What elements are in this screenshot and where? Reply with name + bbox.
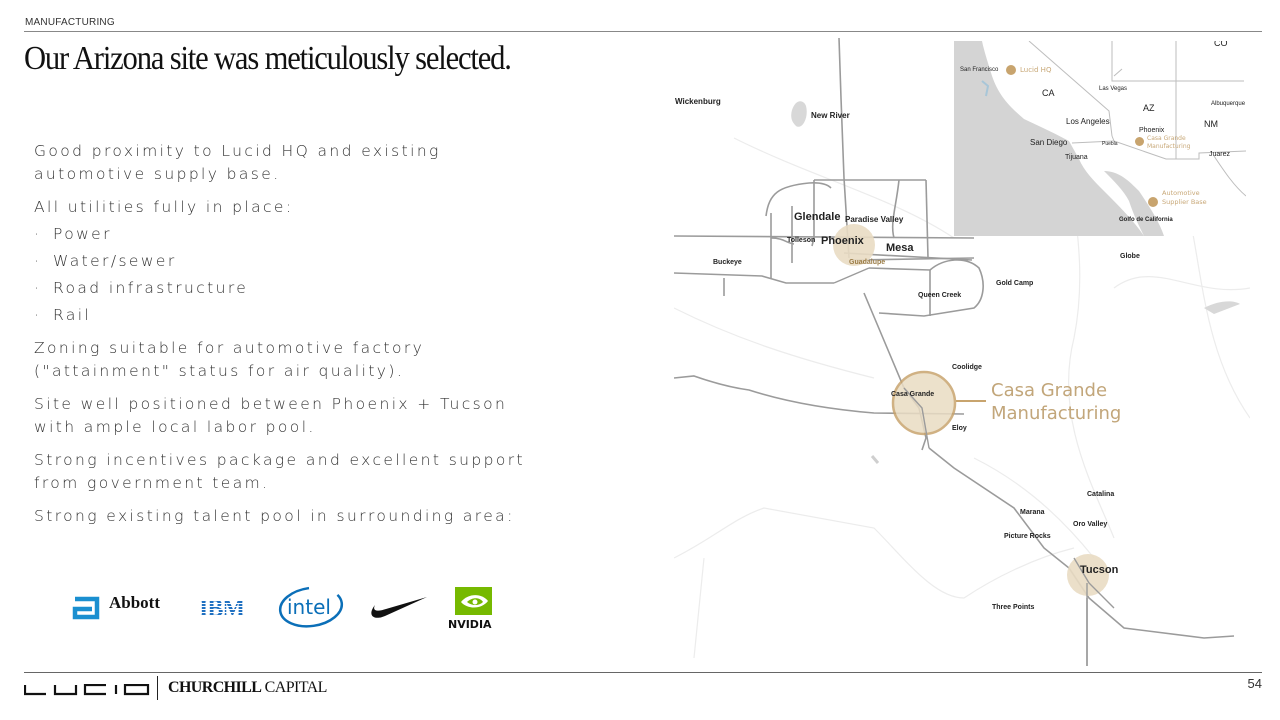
lake bbox=[791, 101, 807, 127]
inset-map-shapes bbox=[954, 41, 1246, 236]
city-label: Coolidge bbox=[952, 364, 982, 371]
casa-grande-inset-marker bbox=[1135, 137, 1144, 146]
utility-item: ·Road infrastructure bbox=[34, 277, 554, 300]
page-number: 54 bbox=[1247, 676, 1262, 691]
lake bbox=[1204, 301, 1240, 314]
city-label: Wickenburg bbox=[675, 97, 721, 106]
inset-city-label: Albuquerque bbox=[1211, 101, 1246, 107]
bullet-icon: · bbox=[34, 225, 42, 243]
nvidia-wordmark: NVIDIA bbox=[448, 618, 492, 631]
gulf-label: Golfo de California bbox=[1119, 217, 1173, 223]
point-location: Site well positioned between Phoenix + T… bbox=[34, 395, 508, 436]
city-label: Paradise Valley bbox=[845, 215, 904, 224]
inset-city-label: San Francisco bbox=[960, 67, 999, 73]
nike-logo bbox=[367, 595, 429, 626]
city-label: Catalina bbox=[1087, 491, 1115, 498]
talent-logos: Abbott IBM intel NVIDIA bbox=[72, 583, 512, 633]
abbott-icon: Abbott bbox=[72, 593, 160, 620]
nike-swoosh-icon bbox=[371, 597, 427, 618]
section-label: MANUFACTURING bbox=[25, 17, 115, 28]
casa-grande-site-marker bbox=[891, 370, 957, 436]
city-label: Guadalupe bbox=[849, 259, 886, 266]
inset-city-label: Las Vegas bbox=[1099, 86, 1128, 92]
city-label: Tolleson bbox=[787, 237, 816, 244]
inset-city-label: Juarez bbox=[1209, 151, 1231, 158]
inset-map: San Francisco Lucid HQ CA Las Vegas AZ A… bbox=[954, 41, 1246, 236]
footer-divider bbox=[24, 672, 1262, 673]
lucid-wordmark-icon bbox=[23, 683, 150, 696]
header-divider bbox=[24, 31, 1262, 32]
phoenix-highlight bbox=[833, 224, 875, 266]
city-label: Globe bbox=[1120, 253, 1140, 260]
city-label: Tucson bbox=[1080, 564, 1119, 576]
point-proximity: Good proximity to Lucid HQ and existing … bbox=[34, 142, 441, 183]
state-label: CA bbox=[1042, 88, 1055, 98]
city-label: Phoenix bbox=[821, 235, 864, 247]
ibm-wordmark: IBM bbox=[199, 596, 244, 619]
lake bbox=[870, 455, 880, 464]
inset-city-label: Tijuana bbox=[1065, 154, 1088, 161]
arizona-map: Wickenburg New River Glendale Paradise V… bbox=[674, 38, 1250, 666]
intel-logo: intel bbox=[278, 584, 344, 635]
metro-roads bbox=[674, 38, 1235, 666]
supplier-base-marker bbox=[1148, 197, 1158, 207]
state-label: AZ bbox=[1143, 103, 1155, 113]
utility-item: ·Water/sewer bbox=[34, 250, 554, 273]
city-label: Picture Rocks bbox=[1004, 533, 1051, 540]
nvidia-logo: NVIDIA bbox=[448, 587, 508, 636]
city-label: Oro Valley bbox=[1073, 521, 1108, 528]
site-callout: Casa Grande Manufacturing bbox=[991, 380, 1122, 424]
utility-item: ·Power bbox=[34, 223, 554, 246]
footer-separator bbox=[157, 676, 158, 700]
city-label: Buckeye bbox=[713, 259, 742, 266]
page-title: Our Arizona site was meticulously select… bbox=[24, 40, 512, 77]
city-label: Queen Creek bbox=[918, 292, 962, 299]
utility-item: ·Rail bbox=[34, 304, 554, 327]
city-label: Mesa bbox=[886, 242, 914, 254]
bullet-icon: · bbox=[34, 306, 42, 324]
point-utilities: All utilities fully in place: bbox=[34, 198, 294, 216]
city-label: Eloy bbox=[952, 425, 967, 432]
lucid-logo bbox=[23, 683, 152, 701]
intel-wordmark: intel bbox=[287, 595, 331, 619]
city-label: Gold Camp bbox=[996, 280, 1034, 287]
inset-city-label: Los Angeles bbox=[1066, 117, 1110, 126]
ibm-icon: IBM bbox=[199, 596, 245, 622]
bullet-icon: · bbox=[34, 279, 42, 297]
abbott-logo: Abbott bbox=[72, 593, 176, 626]
point-zoning: Zoning suitable for automotive factory (… bbox=[34, 339, 425, 380]
state-label: NM bbox=[1204, 119, 1218, 129]
intel-icon: intel bbox=[278, 586, 344, 628]
lucid-hq-label: Lucid HQ bbox=[1020, 66, 1052, 74]
city-label: Three Points bbox=[992, 604, 1035, 611]
city-label: Casa Grande bbox=[891, 391, 935, 398]
city-label: Glendale bbox=[794, 211, 841, 223]
churchill-capital-logo: CHURCHILL CAPITAL bbox=[168, 679, 327, 696]
inset-city-label: Phoenix bbox=[1139, 127, 1165, 134]
nvidia-icon: NVIDIA bbox=[448, 587, 492, 631]
inset-city-label: Puebla bbox=[1102, 141, 1118, 147]
city-label: Marana bbox=[1020, 509, 1045, 516]
key-points: Good proximity to Lucid HQ and existing … bbox=[34, 140, 554, 538]
bullet-icon: · bbox=[34, 252, 42, 270]
lucid-hq-marker bbox=[1006, 65, 1016, 75]
state-label: CO bbox=[1214, 41, 1228, 48]
map-roads bbox=[674, 38, 1250, 666]
ibm-logo: IBM bbox=[199, 595, 257, 624]
inset-city-label: San Diego bbox=[1030, 138, 1068, 147]
city-label: New River bbox=[811, 111, 850, 120]
point-incentives: Strong incentives package and excellent … bbox=[34, 451, 526, 492]
point-talent: Strong existing talent pool in surroundi… bbox=[34, 507, 515, 525]
abbott-wordmark: Abbott bbox=[109, 593, 160, 612]
